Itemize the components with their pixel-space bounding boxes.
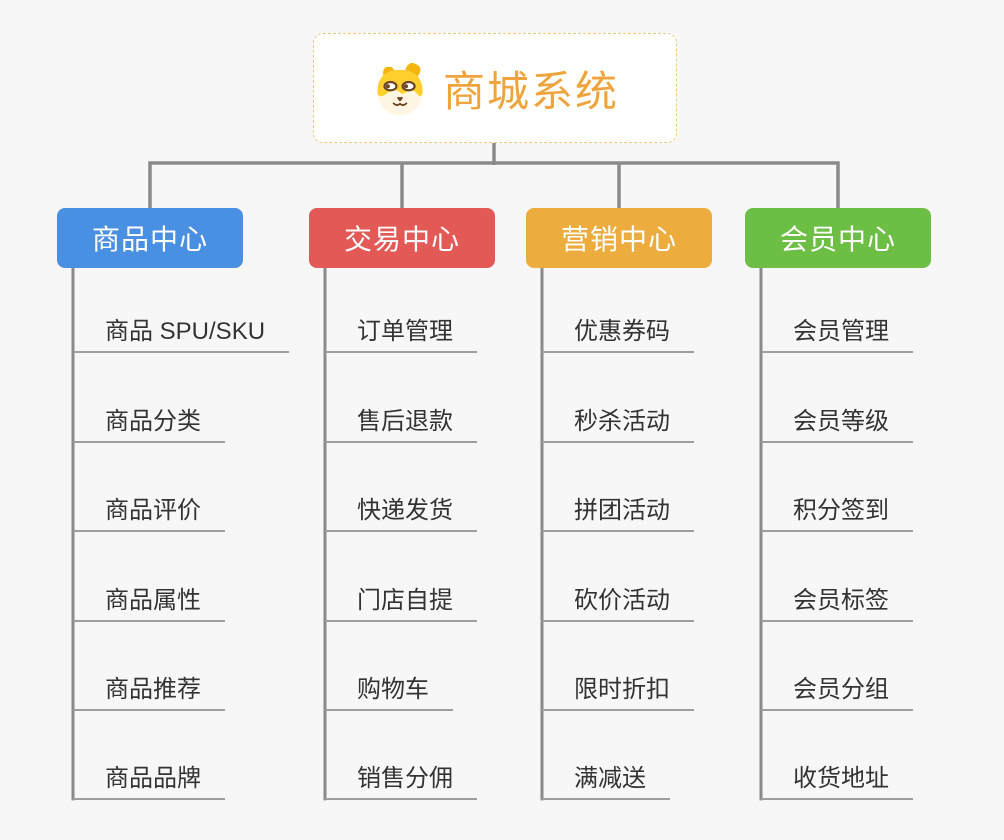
branch-items-member-center: 会员管理会员等级积分签到会员标签会员分组收货地址 [761,264,913,801]
mindmap-item[interactable]: 会员等级 [761,353,913,443]
mindmap-item-label: 商品分类 [73,401,225,443]
mindmap-item-label: 商品评价 [73,490,225,533]
branch-header-member-center[interactable]: 会员中心 [745,208,931,268]
mindmap-item[interactable]: 会员管理 [761,264,913,354]
mindmap-item-label: 会员标签 [761,580,913,622]
mindmap-item[interactable]: 满减送 [542,711,694,801]
mindmap-item-label: 商品品牌 [73,758,225,801]
mindmap-item[interactable]: 限时折扣 [542,622,694,711]
mindmap-item[interactable]: 商品评价 [73,443,289,533]
mindmap-item-label: 销售分佣 [325,758,477,801]
mindmap-item[interactable]: 商品品牌 [73,711,289,801]
dog-face-icon [371,59,429,117]
mindmap-item[interactable]: 销售分佣 [325,711,477,801]
branch-items-marketing-center: 优惠券码秒杀活动拼团活动砍价活动限时折扣满减送 [542,264,694,801]
mindmap-item[interactable]: 购物车 [325,622,477,711]
branch-items-product-center: 商品 SPU/SKU 商品分类商品评价商品属性商品推荐商品品牌 [73,264,290,801]
mindmap-item-label: 商品 SPU/SKU [73,311,290,354]
mindmap-item-label: 会员管理 [761,311,913,354]
mindmap-item-label: 商品属性 [73,580,225,622]
mindmap-item-label: 秒杀活动 [542,401,694,443]
mindmap-item-label: 订单管理 [325,311,477,354]
mindmap-item[interactable]: 售后退款 [325,353,477,443]
mindmap-item-label: 收货地址 [761,758,913,801]
branch-header-trade-center[interactable]: 交易中心 [309,208,495,268]
branch-header-marketing-center[interactable]: 营销中心 [526,208,712,268]
mindmap-item[interactable]: 优惠券码 [542,264,694,354]
mindmap-item[interactable]: 订单管理 [325,264,477,354]
mindmap-item[interactable]: 商品推荐 [73,622,289,711]
mindmap-item[interactable]: 砍价活动 [542,532,694,622]
mindmap-item-label: 砍价活动 [542,580,694,622]
mindmap-item-label: 限时折扣 [542,669,694,711]
mindmap-item-label: 积分签到 [761,490,913,533]
mindmap-item[interactable]: 收货地址 [761,711,913,801]
mindmap-item[interactable]: 会员分组 [761,622,913,711]
mindmap-item[interactable]: 商品分类 [73,353,289,443]
mindmap-item[interactable]: 快递发货 [325,443,477,533]
mindmap-item[interactable]: 会员标签 [761,532,913,622]
mindmap-item[interactable]: 商品 SPU/SKU [73,264,290,354]
mindmap-item-label: 快递发货 [325,490,477,533]
branch-header-product-center[interactable]: 商品中心 [57,208,243,268]
mindmap-item-label: 满减送 [542,758,670,801]
mindmap-item-label: 售后退款 [325,401,477,443]
mindmap-item-label: 商品推荐 [73,669,225,711]
mindmap-item-label: 门店自提 [325,580,477,622]
mindmap-item[interactable]: 门店自提 [325,532,477,622]
root-node[interactable]: 商城系统 [313,33,677,143]
mindmap-item[interactable]: 积分签到 [761,443,913,533]
branch-items-trade-center: 订单管理售后退款快递发货门店自提购物车销售分佣 [325,264,477,801]
mindmap-item-label: 会员等级 [761,401,913,443]
mindmap-item[interactable]: 秒杀活动 [542,353,694,443]
mindmap-item-label: 优惠券码 [542,311,694,354]
mindmap-item[interactable]: 商品属性 [73,532,289,622]
mindmap-item-label: 拼团活动 [542,490,694,533]
mindmap-item-label: 会员分组 [761,669,913,711]
mindmap-item[interactable]: 拼团活动 [542,443,694,533]
root-title: 商城系统 [442,67,619,115]
mindmap-item-label: 购物车 [325,669,453,711]
